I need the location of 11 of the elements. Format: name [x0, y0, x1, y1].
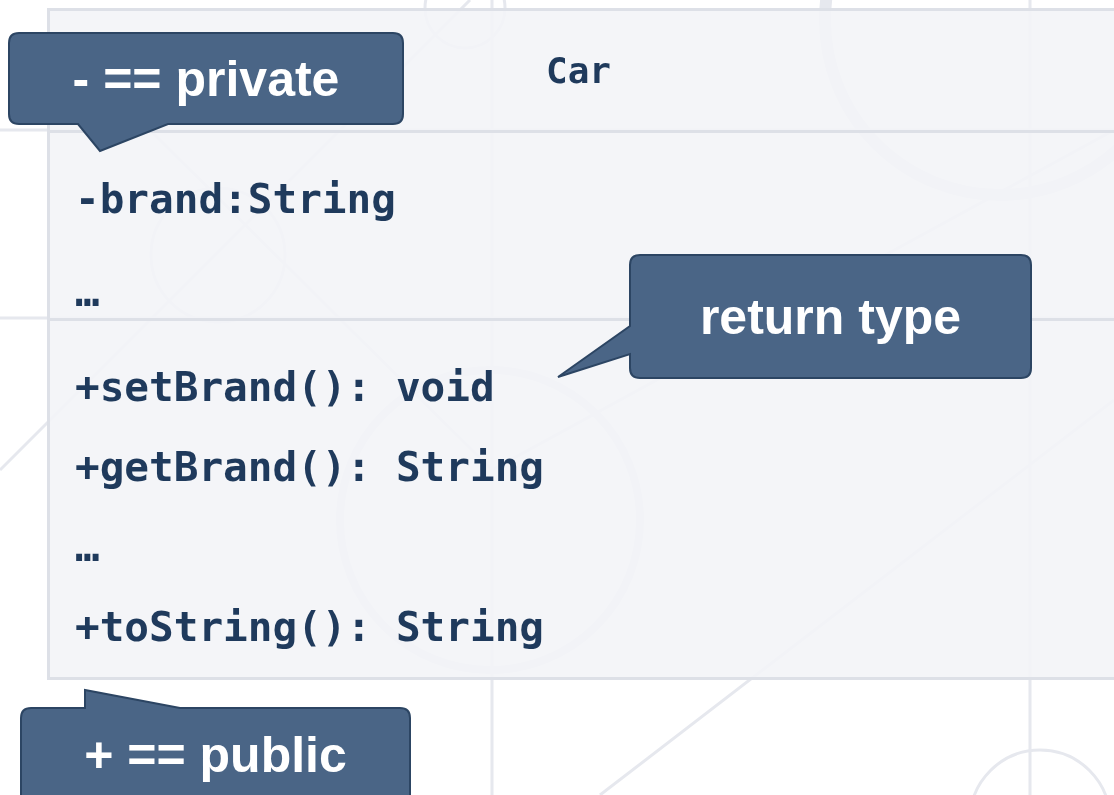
class-box	[47, 8, 1114, 680]
callout-text: + == public	[84, 730, 347, 780]
method-text: +setBrand(): void	[75, 362, 495, 414]
method-text: …	[75, 522, 100, 574]
method-text: +getBrand(): String	[75, 442, 544, 494]
method-text: +toString(): String	[75, 602, 544, 654]
callout-text: - == private	[72, 53, 340, 104]
attribute-text: …	[75, 266, 100, 318]
class-name: Car	[546, 49, 612, 91]
attribute-text: -brand:String	[75, 173, 396, 225]
callout-text: return type	[699, 291, 962, 342]
